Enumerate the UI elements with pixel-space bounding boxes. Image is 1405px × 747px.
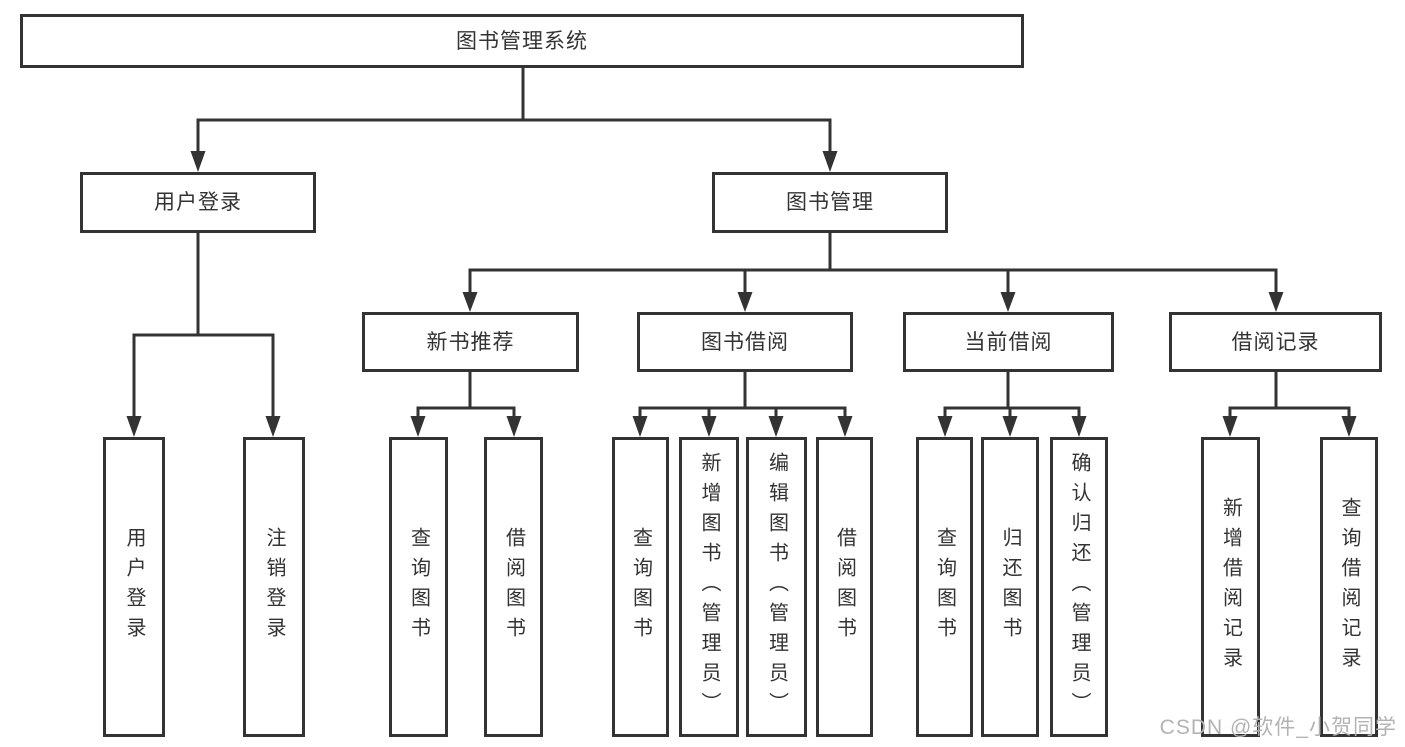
leaf-add-borrow-record: 新增借阅记录 xyxy=(1201,437,1260,737)
leaf-add-books-admin: 新增图书（管理员） xyxy=(679,437,739,737)
node-borrow-records: 借阅记录 xyxy=(1169,312,1382,372)
leaf-query-books-recommend: 查询图书 xyxy=(389,437,448,737)
leaf-edit-books-admin: 编辑图书（管理员） xyxy=(746,437,807,737)
node-label: 查询图书 xyxy=(407,527,430,647)
node-label: 借阅图书 xyxy=(833,527,856,647)
node-label: 查询图书 xyxy=(629,527,652,647)
csdn-watermark: CSDN @软件_小贺同学 xyxy=(1159,716,1397,739)
node-label: 查询图书 xyxy=(933,527,956,647)
leaf-borrow-books-recommend: 借阅图书 xyxy=(484,437,543,737)
node-label: 图书借阅 xyxy=(701,330,789,354)
leaf-query-borrow-record: 查询借阅记录 xyxy=(1320,437,1378,737)
node-label: 归还图书 xyxy=(999,527,1021,647)
node-label: 用户登录 xyxy=(154,191,242,214)
node-label: 新增图书（管理员） xyxy=(698,452,720,722)
node-user-login: 用户登录 xyxy=(80,172,316,233)
node-label: 图书管理系统 xyxy=(456,29,588,53)
node-label: 当前借阅 xyxy=(964,330,1053,354)
node-label: 查询借阅记录 xyxy=(1338,497,1360,677)
node-library-management-system: 图书管理系统 xyxy=(20,14,1024,68)
node-current-borrowing: 当前借阅 xyxy=(903,312,1114,372)
node-label: 新增借阅记录 xyxy=(1219,497,1242,677)
leaf-query-books-current: 查询图书 xyxy=(916,437,973,737)
leaf-return-books: 归还图书 xyxy=(981,437,1039,737)
leaf-confirm-return-admin: 确认归还（管理员） xyxy=(1050,437,1108,737)
node-label: 新书推荐 xyxy=(426,330,515,354)
node-label: 借阅记录 xyxy=(1231,330,1320,354)
node-label: 注销登录 xyxy=(263,527,285,647)
leaf-logout: 注销登录 xyxy=(243,437,305,737)
node-new-book-recommend: 新书推荐 xyxy=(362,312,579,372)
leaf-user-login: 用户登录 xyxy=(103,437,165,737)
node-book-management: 图书管理 xyxy=(712,172,948,233)
node-label: 用户登录 xyxy=(123,527,145,647)
node-label: 编辑图书（管理员） xyxy=(765,452,788,722)
node-book-borrowing: 图书借阅 xyxy=(637,312,853,372)
leaf-borrow-books: 借阅图书 xyxy=(816,437,873,737)
node-label: 图书管理 xyxy=(786,191,874,214)
node-label: 确认归还（管理员） xyxy=(1068,452,1090,722)
node-label: 借阅图书 xyxy=(502,527,525,647)
leaf-query-books-borrowing: 查询图书 xyxy=(612,437,669,737)
